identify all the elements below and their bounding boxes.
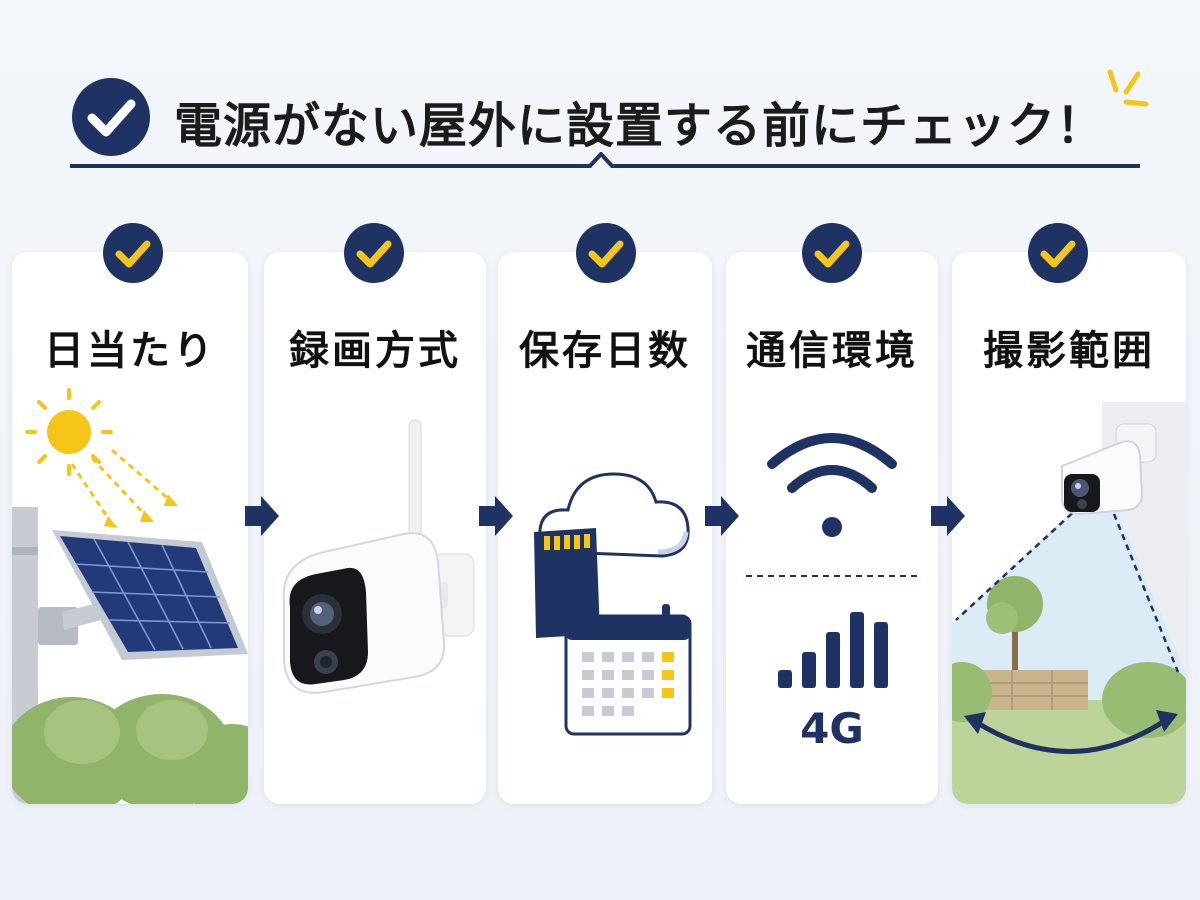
cloud-sd-calendar-icon	[534, 472, 692, 736]
title-underline	[70, 152, 1140, 168]
step-title: 撮影範囲	[983, 328, 1155, 374]
security-camera-icon	[282, 419, 475, 694]
signal-4g-label: 4G	[800, 704, 864, 753]
wifi-4g-icon	[746, 433, 918, 688]
page-title: 電源がない屋外に設置する前にチェック！	[174, 98, 1106, 154]
step-card-storage: 保存日数	[498, 252, 712, 804]
step-card-recording: 録画方式	[264, 252, 486, 804]
sun-icon	[25, 388, 113, 476]
solar-panel-icon	[12, 388, 248, 804]
signal-bars-icon	[778, 612, 888, 688]
check-circle-icon	[103, 223, 163, 283]
calendar-icon	[564, 604, 692, 736]
step-title: 保存日数	[519, 328, 691, 374]
step-title: 通信環境	[746, 328, 918, 374]
sparkle-icon	[1107, 69, 1149, 107]
camera-field-of-view-icon	[952, 402, 1186, 804]
sd-card-icon	[534, 528, 600, 638]
arrow-right-icon	[705, 496, 739, 536]
check-circle-icon	[576, 223, 636, 283]
step-title: 録画方式	[289, 328, 461, 374]
step-card-sunlight: 日当たり	[12, 252, 248, 804]
wifi-icon	[767, 433, 897, 493]
step-card-coverage: 撮影範囲	[952, 252, 1186, 804]
check-circle-icon	[72, 78, 150, 156]
check-circle-icon	[1028, 223, 1088, 283]
check-circle-icon	[802, 223, 862, 283]
header: 電源がない屋外に設置する前にチェック！	[70, 68, 1149, 178]
step-title: 日当たり	[44, 328, 216, 374]
arrow-right-icon	[245, 496, 279, 536]
check-circle-icon	[344, 223, 404, 283]
arrow-right-icon	[479, 496, 513, 536]
step-card-network: 通信環境 4G	[726, 252, 938, 804]
arrow-right-icon	[931, 496, 965, 536]
